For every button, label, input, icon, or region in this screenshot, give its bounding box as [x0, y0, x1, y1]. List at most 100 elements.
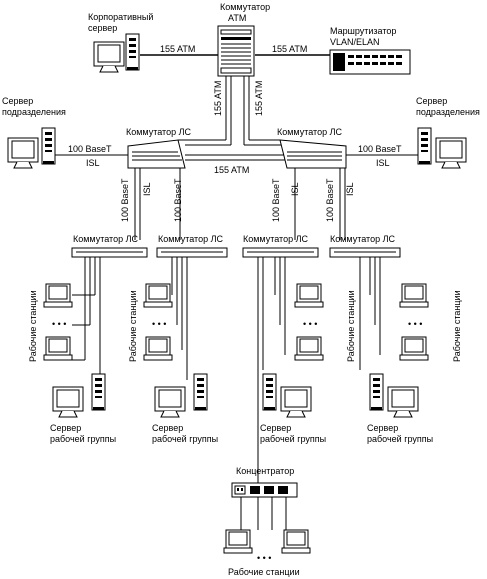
link-label-isl-3: ISL: [290, 182, 300, 196]
workstations-label-1: Рабочие станции: [28, 290, 38, 362]
monitor-icon: [154, 386, 186, 418]
corp-server-label-2: сервер: [88, 23, 117, 33]
lan-switch-core-right-label: Коммутатор ЛС: [277, 127, 342, 137]
router-label-1: Маршрутизатор: [330, 26, 396, 36]
tower-server-icon: [41, 127, 56, 165]
workstations-group-2: • • • Рабочие станции: [128, 283, 173, 362]
workstations-group-3: • • • Рабочие станции: [294, 283, 356, 362]
link-label-100baset-2: 100 BaseT: [173, 178, 183, 222]
atm-switch: Коммутатор ATM: [217, 2, 270, 77]
switch-icon: [279, 139, 347, 169]
switch-icon: [127, 139, 186, 169]
dept-server-left: Сервер подразделения: [2, 96, 66, 169]
link-label-155atm-v-left: 155 ATM: [213, 81, 223, 116]
link-label-155atm-v-right: 155 ATM: [254, 81, 264, 116]
workgroup-server-2-label-2: рабочей группы: [152, 434, 218, 444]
monitor-icon: [43, 336, 73, 361]
monitor-icon: [294, 336, 324, 361]
connections: [52, 54, 418, 530]
link-label-100baset-left: 100 BaseT: [68, 144, 112, 154]
router: Маршрутизатор VLAN/ELAN: [329, 26, 411, 75]
lan-switch-access-2: Коммутатор ЛС: [156, 234, 228, 258]
monitor-icon: [387, 386, 419, 418]
tower-server-icon: [193, 373, 208, 411]
corporate-server: Корпоративный сервер: [88, 12, 153, 73]
workgroup-server-2-label-1: Сервер: [152, 423, 183, 433]
monitor-icon: [52, 386, 84, 418]
tower-server-icon: [369, 373, 384, 411]
link-label-isl-right: ISL: [376, 158, 390, 168]
workgroup-server-1-label-1: Сервер: [50, 423, 81, 433]
workstations-group-1: • • • Рабочие станции: [28, 283, 73, 362]
monitor-icon: [223, 529, 253, 554]
lan-switch-access-3-label: Коммутатор ЛС: [243, 234, 308, 244]
workgroup-server-1-label-2: рабочей группы: [50, 434, 116, 444]
monitor-icon: [399, 283, 429, 308]
workgroup-server-3: Сервер рабочей группы: [260, 373, 326, 444]
dots-1: • • •: [52, 319, 66, 329]
link-label-155atm-mid: 155 ATM: [214, 165, 249, 175]
tower-server-icon: [262, 373, 277, 411]
workgroup-server-4-label-1: Сервер: [367, 423, 398, 433]
monitor-icon: [281, 529, 311, 554]
monitor-icon: [399, 336, 429, 361]
corp-server-label-1: Корпоративный: [88, 12, 153, 22]
dept-server-left-label-1: Сервер: [2, 96, 33, 106]
dept-server-right-label-2: подразделения: [416, 107, 480, 117]
monitor-icon: [435, 137, 467, 169]
dots-5: • • •: [257, 553, 271, 563]
workstations-label-2: Рабочие станции: [128, 290, 138, 362]
tower-server-icon: [417, 127, 432, 165]
monitor-icon: [143, 283, 173, 308]
dept-server-right: Сервер подразделения: [416, 96, 480, 169]
workstations-label-3: Рабочие станции: [346, 290, 356, 362]
monitor-icon: [143, 336, 173, 361]
dots-4: • • •: [408, 319, 422, 329]
lan-switch-core-left-label: Коммутатор ЛС: [126, 127, 191, 137]
link-label-isl-4: ISL: [345, 182, 355, 196]
link-label-isl-1: ISL: [142, 182, 152, 196]
link-label-100baset-4: 100 BaseT: [325, 178, 335, 222]
dept-server-right-label-1: Сервер: [416, 96, 447, 106]
dept-server-left-label-2: подразделения: [2, 107, 66, 117]
monitor-icon: [7, 137, 39, 169]
link-label-100baset-3: 100 BaseT: [271, 178, 281, 222]
monitor-icon: [280, 386, 312, 418]
workstations-label-4: Рабочие станции: [452, 290, 462, 362]
monitor-icon: [294, 283, 324, 308]
hub-workstations: • • • Рабочие станции: [223, 529, 311, 577]
lan-switch-access-3: Коммутатор ЛС: [242, 234, 319, 258]
lan-switch-core-left: Коммутатор ЛС: [126, 127, 191, 169]
hub-label: Концентратор: [236, 466, 294, 476]
monitor-icon: [43, 283, 73, 308]
workgroup-server-3-label-1: Сервер: [260, 423, 291, 433]
link-label-155atm-right: 155 ATM: [272, 44, 307, 54]
link-label-100baset-right: 100 BaseT: [358, 144, 402, 154]
atm-switch-label-1: Коммутатор: [220, 2, 270, 12]
monitor-icon: [93, 41, 125, 73]
tower-server-icon: [125, 33, 140, 71]
atm-switch-label-2: ATM: [228, 13, 246, 23]
lan-switch-access-1-label: Коммутатор ЛС: [73, 234, 138, 244]
workgroup-server-3-label-2: рабочей группы: [260, 434, 326, 444]
dots-3: • • •: [303, 319, 317, 329]
workgroup-server-2: Сервер рабочей группы: [152, 373, 218, 444]
workgroup-server-1: Сервер рабочей группы: [50, 373, 116, 444]
dots-2: • • •: [152, 319, 166, 329]
link-label-isl-left: ISL: [86, 158, 100, 168]
lan-switch-access-2-label: Коммутатор ЛС: [158, 234, 223, 244]
hub: Концентратор: [231, 466, 298, 498]
tower-server-icon: [91, 373, 106, 411]
lan-switch-access-1: Коммутатор ЛС: [71, 234, 148, 258]
lan-switch-access-4: Коммутатор ЛС: [329, 234, 401, 258]
hub-workstations-label: Рабочие станции: [228, 567, 300, 577]
link-label-155atm-left: 155 ATM: [160, 44, 195, 54]
link-label-100baset-1: 100 BaseT: [120, 178, 130, 222]
lan-switch-core-right: Коммутатор ЛС: [277, 127, 347, 169]
router-label-2: VLAN/ELAN: [330, 37, 380, 47]
workstations-group-4: • • • Рабочие станции: [399, 283, 462, 362]
workgroup-server-4: Сервер рабочей группы: [367, 373, 433, 444]
workgroup-server-4-label-2: рабочей группы: [367, 434, 433, 444]
lan-switch-access-4-label: Коммутатор ЛС: [330, 234, 395, 244]
